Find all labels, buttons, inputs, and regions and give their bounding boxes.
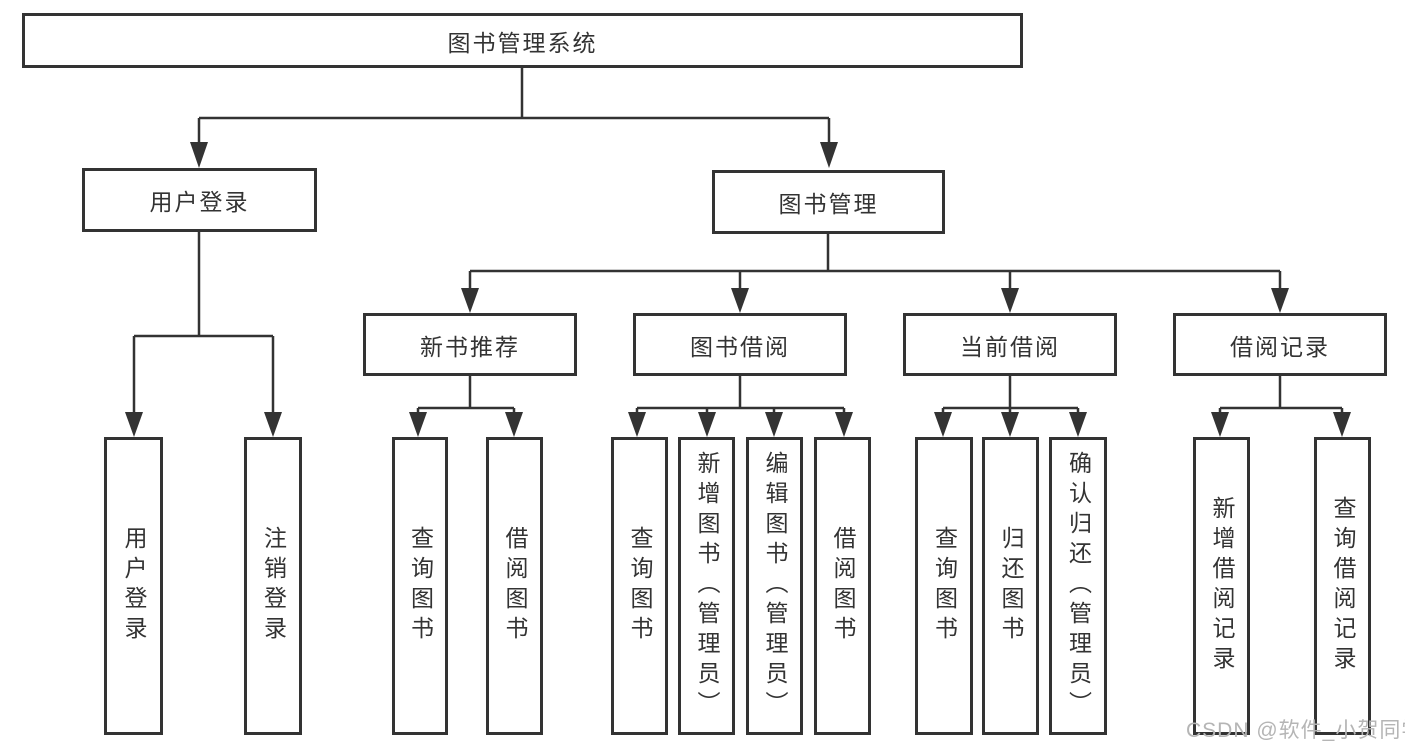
leaf-borrow-books-recommend: 借阅图书 [486, 437, 543, 735]
leaf-search-borrow-record: 查询借阅记录 [1314, 437, 1371, 735]
leaf-add-borrow-record: 新增借阅记录 [1193, 437, 1250, 735]
node-new-book-recommend: 新书推荐 [363, 313, 577, 376]
node-library-management-system: 图书管理系统 [22, 13, 1023, 68]
leaf-label: 确认归还（管理员） [1065, 451, 1092, 721]
leaf-label: 用户登录 [121, 526, 147, 646]
leaf-label: 借阅图书 [830, 526, 856, 646]
leaf-borrow-books: 借阅图书 [814, 437, 871, 735]
leaf-label: 新增图书（管理员） [694, 451, 720, 721]
node-book-borrow: 图书借阅 [633, 313, 847, 376]
leaf-label: 查询图书 [931, 526, 958, 646]
arrowhead-group [125, 142, 1351, 437]
leaf-label: 归还图书 [998, 526, 1024, 646]
leaf-search-books-recommend: 查询图书 [392, 437, 448, 735]
node-current-borrow: 当前借阅 [903, 313, 1117, 376]
leaf-label: 查询图书 [627, 526, 653, 646]
leaf-confirm-return-admin: 确认归还（管理员） [1049, 437, 1107, 735]
leaf-label: 新增借阅记录 [1209, 496, 1235, 676]
node-user-login: 用户登录 [82, 168, 317, 232]
leaf-return-books: 归还图书 [982, 437, 1039, 735]
leaf-logout: 注销登录 [244, 437, 302, 735]
leaf-search-books-current: 查询图书 [915, 437, 973, 735]
leaf-label: 编辑图书（管理员） [762, 451, 788, 721]
leaf-label: 查询借阅记录 [1330, 496, 1356, 676]
leaf-label: 注销登录 [260, 526, 287, 646]
leaf-add-books-admin: 新增图书（管理员） [678, 437, 735, 735]
leaf-edit-books-admin: 编辑图书（管理员） [746, 437, 803, 735]
node-borrow-records: 借阅记录 [1173, 313, 1387, 376]
leaf-search-books-borrow: 查询图书 [611, 437, 668, 735]
leaf-label: 查询图书 [407, 526, 434, 646]
leaf-label: 借阅图书 [502, 526, 528, 646]
leaf-user-login: 用户登录 [104, 437, 163, 735]
node-book-management: 图书管理 [712, 170, 945, 234]
csdn-watermark: CSDN @软件_小贺同学 [1186, 719, 1405, 742]
